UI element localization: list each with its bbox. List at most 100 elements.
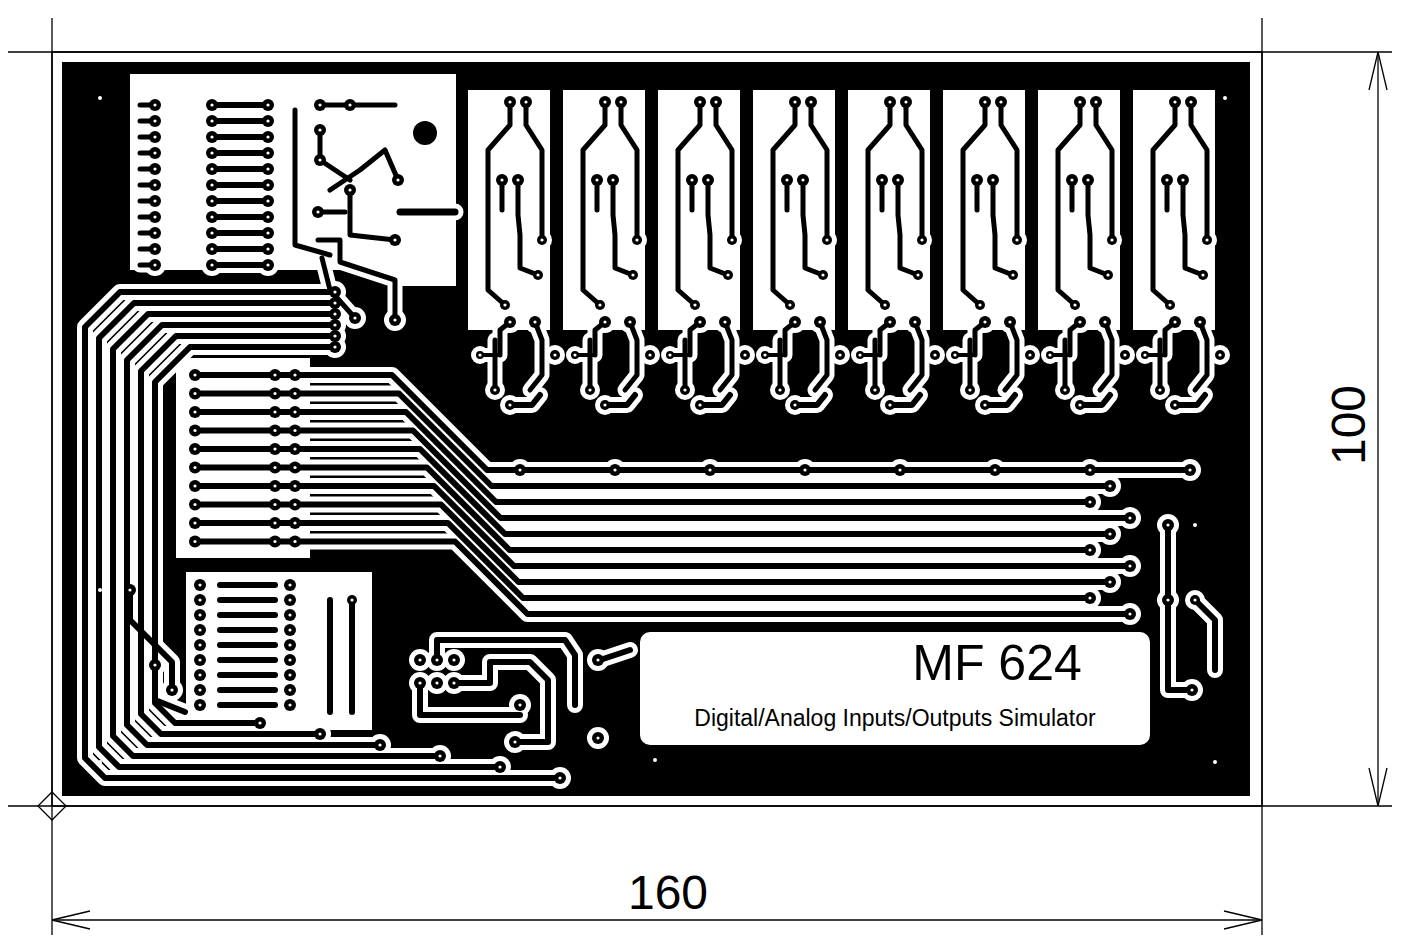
isolation-area — [943, 90, 1025, 330]
solder-pad — [329, 341, 341, 353]
trace-clearance — [526, 102, 542, 240]
drill-hole — [266, 247, 269, 250]
pad-clearance — [735, 345, 755, 365]
solder-pad — [189, 499, 201, 511]
solder-pad — [1141, 351, 1149, 359]
copper-trace — [212, 198, 268, 204]
solder-pad — [206, 259, 218, 271]
drill-hole — [198, 658, 201, 661]
copper-trace — [1063, 340, 1068, 390]
solder-pad — [900, 96, 912, 108]
drill-hole — [418, 681, 421, 684]
pad-clearance — [528, 265, 548, 285]
solder-pad — [876, 174, 888, 186]
drill-hole — [1128, 612, 1131, 615]
drill-hole — [153, 247, 156, 250]
solder-pad — [194, 684, 206, 696]
solder-pad — [431, 654, 443, 666]
solder-pad — [262, 163, 274, 175]
drill-hole — [318, 732, 321, 735]
drill-hole — [418, 658, 421, 661]
solder-pad — [166, 684, 178, 696]
solder-pad — [884, 316, 896, 328]
copper-trace — [621, 102, 637, 240]
drill-hole — [1108, 580, 1111, 583]
pad-clearance — [830, 345, 850, 365]
drill-hole — [1188, 468, 1191, 471]
drill-hole — [983, 403, 986, 406]
solder-pad — [1169, 316, 1181, 328]
solder-pad — [149, 195, 161, 207]
solder-pad — [1165, 300, 1175, 310]
solder-pad — [624, 316, 636, 328]
drill-hole — [598, 303, 601, 306]
solder-pad — [1070, 300, 1080, 310]
drill-hole — [348, 103, 351, 106]
solder-pad — [262, 147, 274, 159]
solder-pad — [392, 174, 404, 186]
drill-hole — [198, 628, 201, 631]
copper-trace — [113, 314, 440, 756]
solder-pad — [149, 211, 161, 223]
trace-clearance — [1153, 102, 1175, 305]
solder-pad — [189, 388, 201, 400]
solder-pad — [975, 300, 985, 310]
drill-hole — [698, 403, 701, 406]
solder-pad — [1162, 594, 1174, 606]
solder-pad — [797, 174, 809, 186]
drill-hole — [266, 151, 269, 154]
solder-pad — [632, 235, 642, 245]
pad-clearance — [1020, 345, 1040, 365]
solder-pad — [1194, 316, 1206, 328]
trace-clearance — [220, 622, 275, 638]
solder-pad — [1155, 385, 1165, 395]
solder-pad — [189, 369, 201, 381]
drill-hole — [628, 320, 631, 323]
solder-pad — [727, 235, 737, 245]
drill-hole — [193, 540, 196, 543]
drill-hole — [978, 303, 981, 306]
copper-trace — [526, 102, 542, 240]
drill-hole — [553, 353, 556, 356]
pad-clearance — [387, 169, 409, 191]
solder-pad — [909, 316, 921, 328]
solder-pad — [980, 400, 990, 410]
drill-hole — [153, 183, 156, 186]
drill-hole — [635, 238, 638, 241]
drill-hole — [393, 318, 396, 321]
drill-hole — [193, 447, 196, 450]
isolation-area — [658, 90, 740, 330]
drill-hole — [393, 238, 396, 241]
drill-hole — [318, 158, 321, 161]
drill-hole — [858, 353, 861, 356]
copper-trace — [678, 102, 700, 305]
drill-hole — [1078, 100, 1081, 103]
solder-pad — [1075, 400, 1085, 410]
solder-pad — [995, 96, 1007, 108]
traces — [85, 102, 1215, 778]
solder-pad — [289, 369, 301, 381]
drill-hole — [333, 334, 336, 337]
solder-pad — [189, 480, 201, 492]
copper-trace — [195, 523, 1090, 598]
solder-pad — [592, 732, 604, 744]
drill-hole — [726, 273, 729, 276]
solder-pad — [607, 174, 619, 186]
solder-pad — [695, 400, 705, 410]
drill-hole — [288, 583, 291, 586]
copper-trace — [350, 190, 395, 240]
pad-clearance — [809, 311, 831, 333]
dimension-arrowhead — [1224, 911, 1262, 929]
drill-hole — [588, 388, 591, 391]
drill-hole — [763, 353, 766, 356]
drill-hole — [1070, 178, 1073, 181]
copper-trace — [220, 702, 275, 708]
dimension-arrowhead — [1369, 52, 1387, 90]
trace-clearance — [1058, 102, 1080, 305]
copper-trace — [968, 340, 973, 390]
drill-hole — [1158, 388, 1161, 391]
solder-pad — [514, 699, 526, 711]
copper-trace — [437, 640, 575, 705]
solder-pad — [818, 270, 828, 280]
